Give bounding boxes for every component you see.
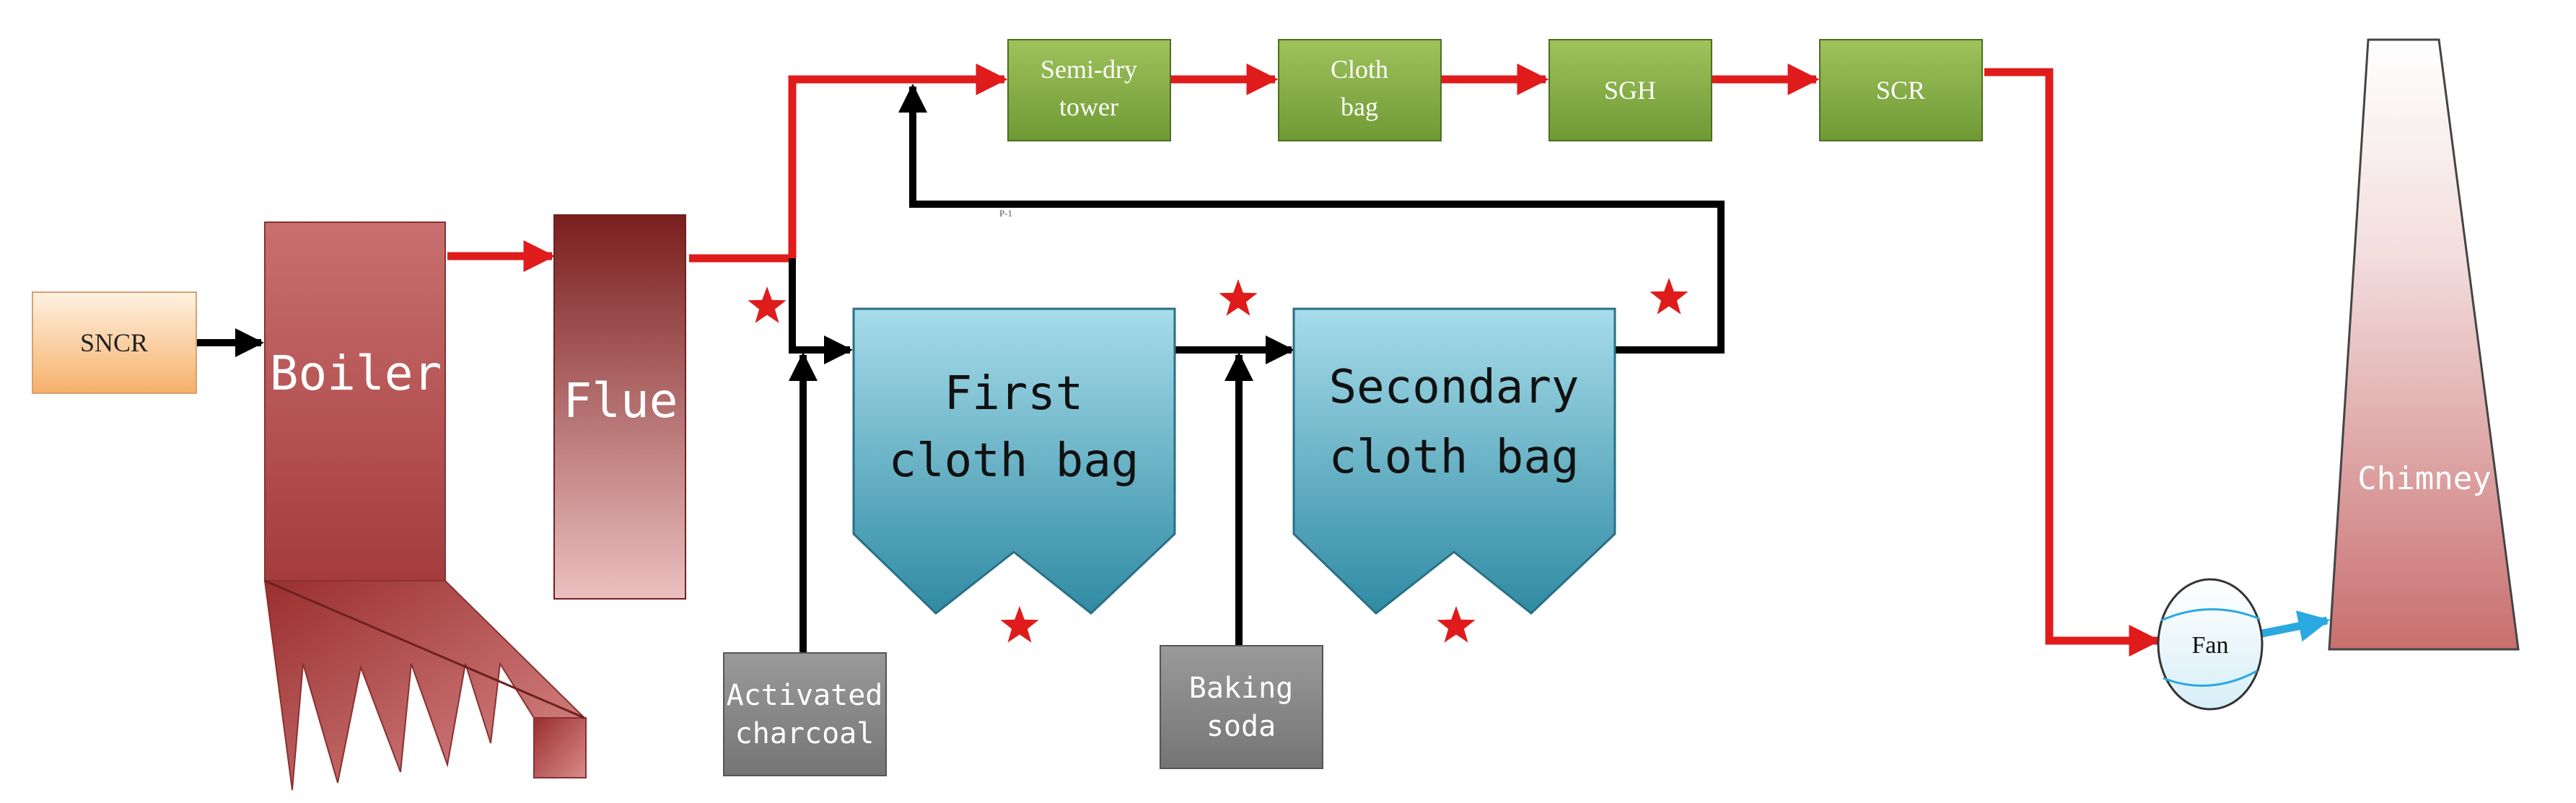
secondary-cloth-bag-node: Secondary cloth bag: [1292, 307, 1616, 615]
sgh-label: SGH: [1604, 76, 1656, 105]
fan-node: Fan: [2157, 578, 2264, 711]
star-icon: [748, 286, 787, 323]
baking-soda-label-line1: Baking: [1189, 672, 1294, 705]
baking-soda-label-line2: soda: [1206, 710, 1276, 743]
sampling-points: [748, 278, 1688, 643]
boiler-ash-hoppers: [263, 579, 587, 791]
secondary-cloth-bag-label-line1: Secondary: [1329, 361, 1580, 414]
flue-node: Flue: [553, 214, 686, 600]
baking-soda-node: Baking soda: [1160, 645, 1323, 769]
small-note: P-1: [999, 208, 1012, 219]
boiler-label: Boiler: [270, 346, 442, 401]
semi-dry-tower-label-line1: Semi-dry: [1041, 55, 1137, 84]
star-icon: [1219, 279, 1258, 316]
flow-junction-to-semi-dry: [788, 63, 1008, 258]
activated-charcoal-label-line1: Activated: [727, 679, 883, 712]
star-icon: [1650, 278, 1688, 315]
activated-charcoal-label-line2: charcoal: [735, 717, 875, 750]
cloth-bag-label-line1: Cloth: [1331, 55, 1388, 84]
flow-secondary-return: [898, 84, 1725, 354]
flue-label: Flue: [564, 373, 678, 429]
flow-fan-to-chimney: [2261, 610, 2331, 642]
chimney-label: Chimney: [2357, 460, 2491, 497]
sgh-node: SGH: [1548, 39, 1712, 141]
first-cloth-bag-node: First cloth bag: [852, 307, 1176, 615]
semi-dry-tower-label-line2: tower: [1059, 92, 1118, 121]
sncr-node: SNCR: [32, 291, 197, 394]
fan-label: Fan: [2192, 632, 2229, 659]
scr-node: SCR: [1819, 39, 1983, 141]
chimney-node: Chimney: [2328, 38, 2520, 651]
sncr-label: SNCR: [80, 328, 148, 357]
star-icon: [1437, 606, 1476, 643]
first-cloth-bag-label-line2: cloth bag: [889, 434, 1139, 488]
scr-label: SCR: [1876, 76, 1925, 105]
star-icon: [1000, 606, 1039, 643]
flow-junction-to-first-bag: [789, 258, 853, 364]
flow-scr-to-fan: [1984, 68, 2161, 657]
cloth-bag-label-line2: bag: [1341, 92, 1378, 121]
boiler-node: Boiler: [263, 221, 587, 791]
first-cloth-bag-label-line1: First: [945, 367, 1084, 421]
activated-charcoal-node: Activated charcoal: [723, 652, 887, 776]
secondary-cloth-bag-label-line2: cloth bag: [1329, 431, 1580, 484]
cloth-bag-node: Cloth bag: [1278, 39, 1442, 141]
semi-dry-tower-node: Semi-dry tower: [1007, 39, 1171, 141]
